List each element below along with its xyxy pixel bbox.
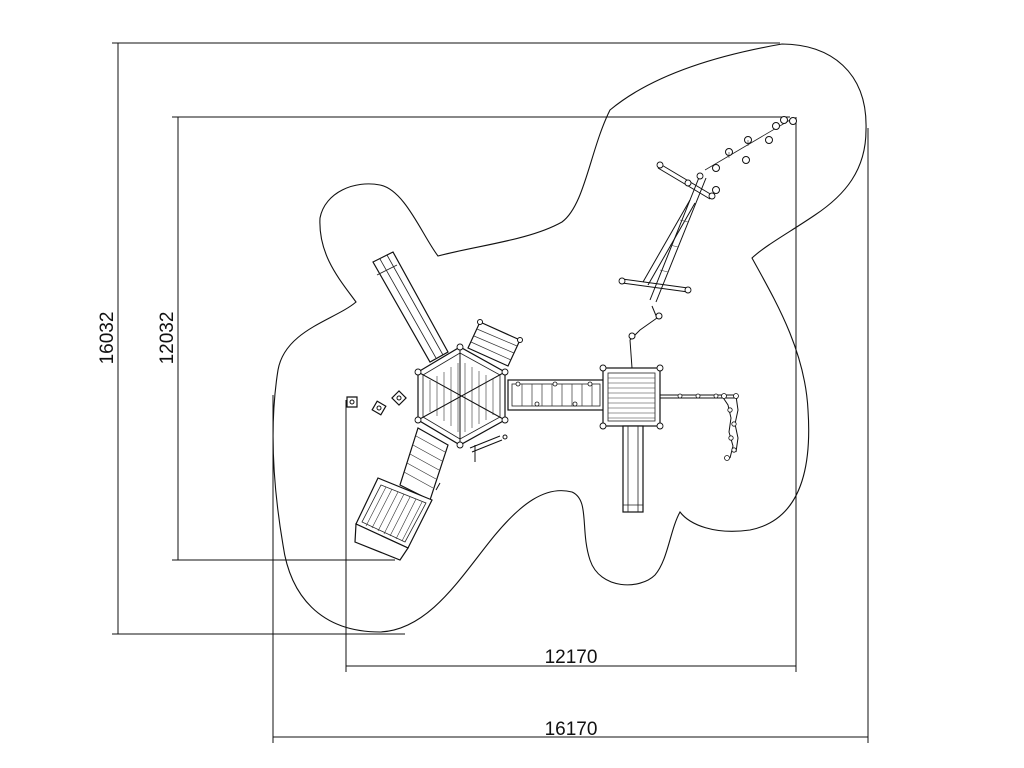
inner-width-label: 12170 (545, 647, 598, 668)
diagonal-climbing-frame (618, 161, 716, 303)
straight-slide-lower (622, 425, 644, 513)
horizontal-rope-climber (660, 393, 739, 461)
straight-slide-upper (372, 251, 449, 363)
hex-side-panel (469, 434, 508, 462)
connecting-bridge (507, 379, 605, 411)
ladder-climber (467, 319, 523, 367)
outer-width-label: 16170 (545, 719, 598, 740)
stepping-stones (346, 390, 407, 416)
hexagonal-tower (414, 343, 509, 449)
rope-climb-chain (628, 305, 663, 369)
dimension-inner-width (345, 117, 797, 672)
stepping-posts-chain (704, 116, 797, 194)
dimension-outer-height (112, 42, 780, 635)
diagonal-ramp (399, 427, 449, 501)
outer-height-label: 16032 (97, 312, 118, 365)
safety-zone-outline (272, 43, 867, 633)
inner-height-label: 12032 (157, 312, 178, 365)
dimension-inner-height (172, 116, 790, 561)
lower-platform (354, 477, 433, 561)
square-tower (599, 364, 664, 430)
